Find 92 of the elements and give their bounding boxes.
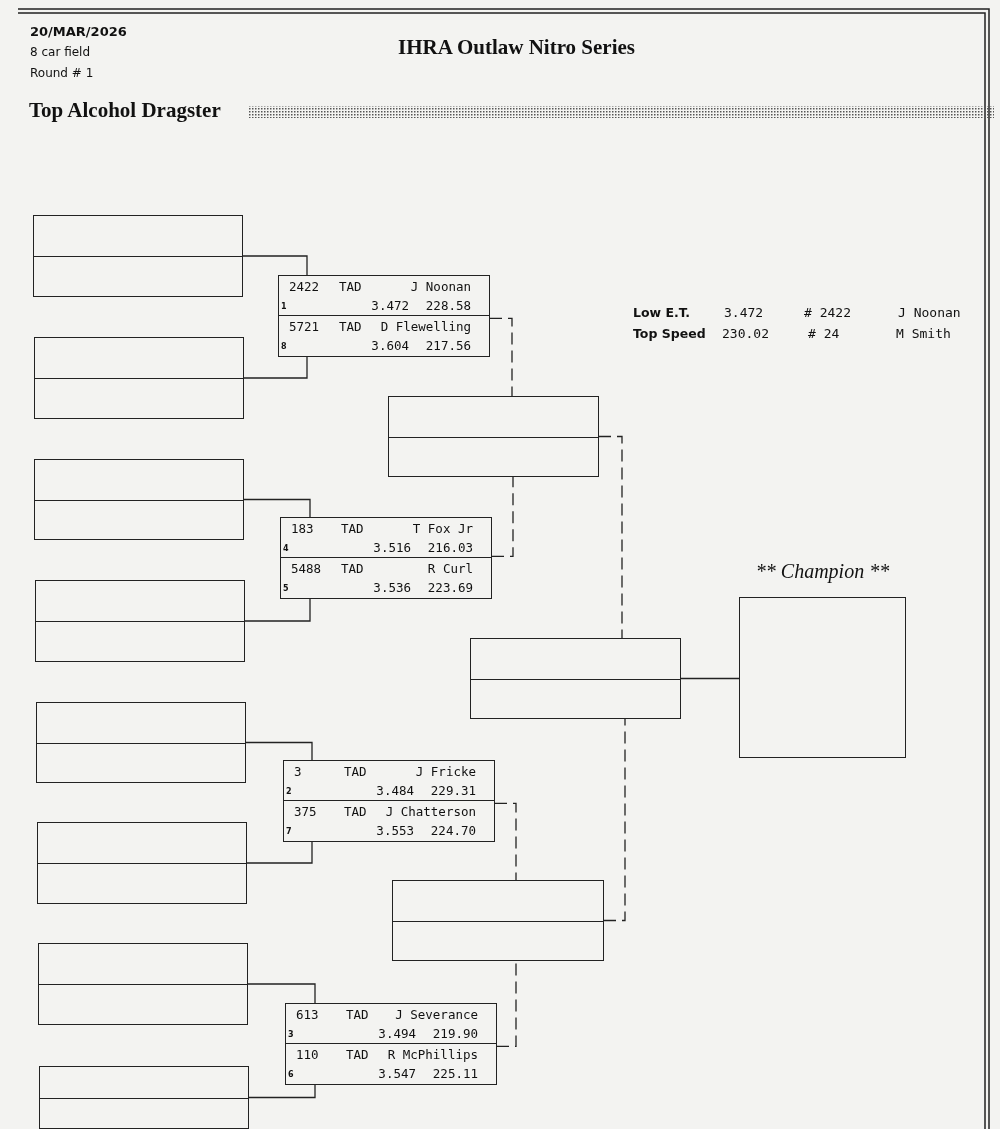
field-size: 8 car field <box>30 45 91 59</box>
driver-name: D Flewelling <box>380 321 471 334</box>
bracket-line <box>494 802 517 881</box>
bracket-line <box>248 1084 316 1099</box>
page-title: IHRA Outlaw Nitro Series <box>398 35 636 60</box>
elapsed-time: 3.484 <box>376 785 414 798</box>
driver-name: R Curl <box>427 563 473 576</box>
driver-name: M Smith <box>896 326 951 341</box>
bracket-line <box>243 356 308 379</box>
class-code: TAD <box>344 766 367 779</box>
driver-name: J Chatterson <box>385 806 476 819</box>
class-code: TAD <box>346 1049 369 1062</box>
car-number: # 2422 <box>804 305 851 320</box>
driver-name: J Severance <box>395 1009 478 1022</box>
seed-number: 6 <box>288 1071 294 1079</box>
matchup-box <box>283 760 495 842</box>
class-code: TAD <box>341 523 364 536</box>
car-number: 375 <box>294 806 317 819</box>
elapsed-time: 3.472 <box>371 300 409 313</box>
car-number: 613 <box>296 1009 319 1022</box>
matchup-box <box>278 275 490 357</box>
class-heading: Top Alcohol Dragster <box>29 98 221 123</box>
stat-value: 230.02 <box>722 326 769 341</box>
bracket-line <box>598 435 623 639</box>
bracket-line <box>242 255 308 276</box>
seed-number: 2 <box>286 788 292 796</box>
bracket-line <box>246 841 313 864</box>
stat-name: Low E.T. <box>633 305 691 320</box>
bracket-slot-box <box>470 638 681 719</box>
bracket-line <box>496 960 517 1048</box>
bracket-slot-box <box>35 580 245 662</box>
seed-number: 1 <box>281 303 287 311</box>
car-number: 183 <box>291 523 314 536</box>
bracket-line <box>247 983 316 1004</box>
matchup-box <box>285 1003 497 1085</box>
driver-name: R McPhillips <box>387 1049 478 1062</box>
speed: 225.11 <box>432 1068 478 1081</box>
driver-name: J Fricke <box>415 766 476 779</box>
car-number: # 24 <box>808 326 840 341</box>
driver-name: J Noonan <box>898 305 961 320</box>
speed: 224.70 <box>430 825 476 838</box>
seed-number: 7 <box>286 828 292 836</box>
stat-name: Top Speed <box>633 326 706 341</box>
driver-name: J Noonan <box>410 281 471 294</box>
seed-number: 3 <box>288 1031 294 1039</box>
bracket-line <box>603 718 626 922</box>
speed: 217.56 <box>425 340 471 353</box>
bracket-line <box>244 598 311 622</box>
class-code: TAD <box>341 563 364 576</box>
speed: 216.03 <box>427 542 473 555</box>
stat-value: 3.472 <box>724 305 764 320</box>
matchup-box <box>280 517 492 599</box>
champion-heading: ** Champion ** <box>754 560 891 583</box>
seed-number: 5 <box>283 585 289 593</box>
bracket-slot-box <box>36 702 246 783</box>
elapsed-time: 3.553 <box>376 825 414 838</box>
driver-name: T Fox Jr <box>412 523 473 536</box>
speed: 229.31 <box>430 785 476 798</box>
bracket-line <box>245 741 313 761</box>
class-code: TAD <box>346 1009 369 1022</box>
bracket-slot-box <box>39 1066 249 1129</box>
bracket-slot-box <box>38 943 248 1025</box>
bracket-line <box>680 677 740 680</box>
car-number: 3 <box>294 766 302 779</box>
class-code: TAD <box>344 806 367 819</box>
elapsed-time: 3.547 <box>378 1068 416 1081</box>
bracket-line <box>489 317 513 397</box>
elapsed-time: 3.536 <box>373 582 411 595</box>
class-code: TAD <box>339 321 362 334</box>
bracket-slot-box <box>33 215 243 297</box>
bracket-slot-box <box>37 822 247 904</box>
elapsed-time: 3.604 <box>371 340 409 353</box>
speed: 223.69 <box>427 582 473 595</box>
car-number: 5488 <box>291 563 322 576</box>
seed-number: 4 <box>283 545 289 553</box>
seed-number: 8 <box>281 343 287 351</box>
bracket-slot-box <box>34 459 244 540</box>
bracket-slot-box <box>388 396 599 477</box>
round-number: Round # 1 <box>30 66 94 80</box>
elapsed-time: 3.494 <box>378 1028 416 1041</box>
bracket-line <box>243 498 311 518</box>
car-number: 110 <box>296 1049 319 1062</box>
speed: 228.58 <box>425 300 471 313</box>
class-code: TAD <box>339 281 362 294</box>
elapsed-time: 3.516 <box>373 542 411 555</box>
speed: 219.90 <box>432 1028 478 1041</box>
date: 20/MAR/2026 <box>30 24 127 39</box>
bracket-line <box>491 476 514 557</box>
bracket-slot-box <box>34 337 244 419</box>
car-number: 2422 <box>289 281 320 294</box>
bracket-slot-box <box>392 880 604 961</box>
car-number: 5721 <box>289 321 320 334</box>
